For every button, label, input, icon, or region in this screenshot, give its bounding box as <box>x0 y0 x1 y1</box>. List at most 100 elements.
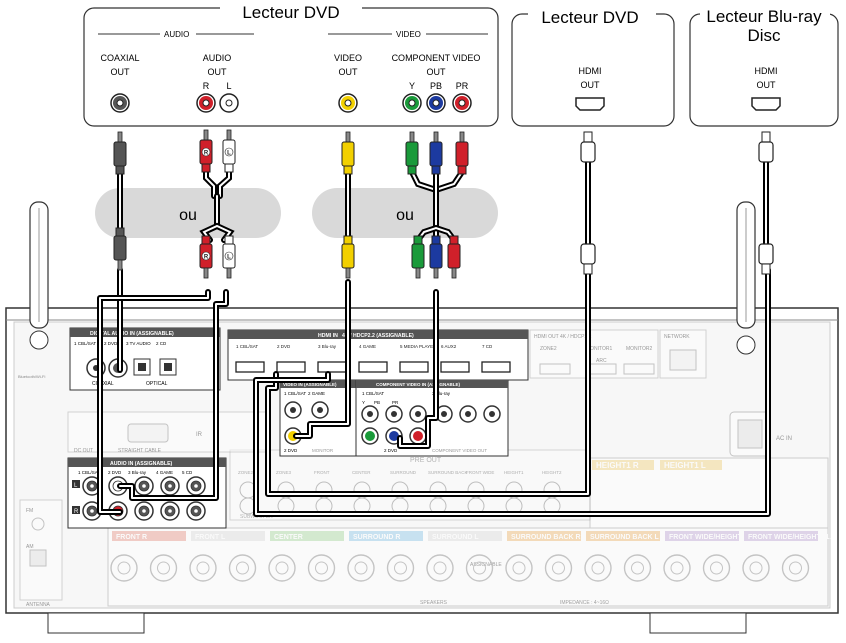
speaker-zone-bar-9 <box>744 531 818 541</box>
audio-in-title: AUDIO IN (ASSIGNABLE) <box>110 461 173 467</box>
bluray-hdmi-out-port[interactable] <box>751 97 781 111</box>
component-plug-bottom-pb <box>429 235 443 279</box>
video-out-label-2: OUT <box>339 67 359 77</box>
speaker-post-6[interactable] <box>307 554 336 582</box>
coaxial-out-label-2: OUT <box>111 67 131 77</box>
video-plug-top <box>341 131 355 175</box>
speaker-post-9[interactable] <box>426 554 454 582</box>
digital-in-3: 3 TV AUDIO <box>126 341 151 346</box>
ou-bubble-audio <box>95 188 281 238</box>
speaker-post-2[interactable] <box>149 554 178 582</box>
dvd-hdmi-out-port[interactable] <box>575 97 605 111</box>
component-plug-top-pr <box>455 131 469 175</box>
component-pr-label: PR <box>456 81 469 91</box>
speaker-post-1[interactable] <box>110 554 138 582</box>
speaker-post-3[interactable] <box>189 554 217 582</box>
digital-in-2: 2 DVD <box>104 341 118 346</box>
speaker-zone-label-5: SURROUND L <box>432 534 479 541</box>
component-plug-top-y <box>405 131 419 175</box>
speaker-post-4[interactable] <box>228 554 257 582</box>
pre-out-ch-2: ZONE3 <box>276 470 292 475</box>
bt-wifi-label-left: Bluetooth/Wi-Fi <box>18 374 45 379</box>
dvd-hdmi-title: Lecteur DVD <box>541 8 638 27</box>
bluray-port-label-1: HDMI <box>755 66 778 76</box>
coaxial-out-label-1: COAXIAL <box>100 53 139 63</box>
digital-audio-in-title: DIGITAL AUDIO IN (ASSIGNABLE) <box>90 331 174 337</box>
hdmi-in-title: HDMI IN <box>318 333 338 339</box>
hdmi-in-port-6[interactable] <box>440 361 470 373</box>
audio-plug-top-l: L <box>222 129 236 173</box>
receiver-foot-right <box>649 612 747 634</box>
hdmi-out-spec: 4K / HDCP2.2 <box>560 334 592 340</box>
pre-out-label: PRE OUT <box>410 457 442 464</box>
speaker-zone-label-9: FRONT WIDE/HEIGHT2 L <box>748 534 832 541</box>
speaker-zone-label-1: FRONT R <box>116 534 147 541</box>
video-in-title: VIDEO IN (ASSIGNABLE) <box>283 382 337 387</box>
component-lower-fan-core <box>417 226 455 241</box>
component-pr-jack-pin <box>458 99 466 107</box>
hdmi-in-port-4[interactable] <box>358 361 388 373</box>
straight-cable-label: STRAIGHT CABLE <box>118 448 162 454</box>
audio-in-ch-l: L <box>74 483 78 489</box>
fm-label: FM <box>26 508 33 514</box>
component-ch-y: Y <box>362 400 365 405</box>
speaker-zone-bar-5 <box>428 531 502 541</box>
speaker-post-11[interactable] <box>505 554 533 582</box>
speaker-post-13[interactable] <box>584 554 612 582</box>
hdmi-in-port-3[interactable] <box>317 361 347 373</box>
antenna-right <box>736 201 756 355</box>
video-group-label: VIDEO <box>396 30 421 39</box>
speaker-post-16[interactable] <box>702 554 731 582</box>
coaxial-out-jack-pin <box>116 99 124 107</box>
bluray-player: Lecteur Blu-ray Disc HDMI OUT <box>689 2 839 127</box>
pre-out-ch-9: HEIGHT2 <box>542 470 562 475</box>
pre-out-ch-5: SURROUND <box>390 470 417 475</box>
ac-in-label: AC IN <box>776 436 792 442</box>
speaker-post-7[interactable] <box>347 554 375 582</box>
speaker-post-10[interactable] <box>465 554 494 582</box>
pre-out-ch-4: CENTER <box>352 470 371 475</box>
optical-label: OPTICAL <box>146 381 168 387</box>
arc-label: ARC <box>596 358 607 364</box>
component-in-2: 3 Blu-ray <box>432 391 451 396</box>
speaker-post-12[interactable] <box>544 554 573 582</box>
antenna-label: ANTENNA <box>26 602 51 608</box>
video-in-3: 2 DVD <box>284 448 298 453</box>
component-out-label: COMPONENT VIDEO OUT <box>432 448 487 453</box>
antenna-left: Bluetooth/Wi-Fi <box>18 201 49 379</box>
video-out-label-1: VIDEO <box>334 53 362 63</box>
video-plug-bottom <box>341 235 355 279</box>
dvd-player-analog: Lecteur DVD AUDIO VIDEO COAXIAL OUT AUDI… <box>83 0 499 127</box>
ou-label-audio: ou <box>179 207 197 224</box>
pre-out-ch-6: SURROUND BACK <box>428 470 468 475</box>
hdmi-in-port-5[interactable] <box>399 361 429 373</box>
speaker-zone-bar-6 <box>507 531 581 541</box>
hdmi-in-port-2[interactable] <box>276 361 306 373</box>
audio-in: AUDIO IN (ASSIGNABLE) 1 CBL/SAT 2 DVD 3 … <box>67 457 227 529</box>
hdmi-in-port-7[interactable] <box>481 361 511 373</box>
audio-in-1: 1 CBL/SAT <box>78 470 100 475</box>
speaker-post-14[interactable] <box>623 554 652 582</box>
audio-upper-l-core <box>219 167 230 197</box>
alternative-bubbles: ou ou <box>95 188 498 238</box>
component-y-jack-pin <box>408 99 416 107</box>
speaker-post-8[interactable] <box>386 554 415 582</box>
speaker-post-18[interactable] <box>781 554 810 582</box>
monitor-label: MONITOR <box>312 448 334 453</box>
assignable-label: ASSIGNABLE <box>470 562 502 568</box>
speaker-post-17[interactable] <box>742 554 770 582</box>
hdmi-in-port-1[interactable] <box>235 361 265 373</box>
audio-plug-bottom-l: L <box>222 235 236 279</box>
audio-out-r-jack-pin <box>202 99 210 107</box>
video-in-1: 1 CBL/SAT <box>284 391 306 396</box>
audio-plug-bottom-r: R <box>199 235 213 279</box>
speaker-post-5[interactable] <box>268 554 296 582</box>
speaker-post-15[interactable] <box>663 554 691 582</box>
speaker-zone-label-7: SURROUND BACK L <box>590 534 660 541</box>
dvd-player-hdmi: Lecteur DVD HDMI OUT <box>511 4 675 127</box>
speaker-zone-bar-2 <box>191 531 265 541</box>
hdmi-in-label-3: 3 Blu-ray <box>318 344 337 349</box>
ir-label: IR <box>196 432 203 438</box>
hdmi-in-spec: 4K / HDCP2.2 (ASSIGNABLE) <box>342 333 414 339</box>
speaker-zone-bar-3 <box>270 531 344 541</box>
